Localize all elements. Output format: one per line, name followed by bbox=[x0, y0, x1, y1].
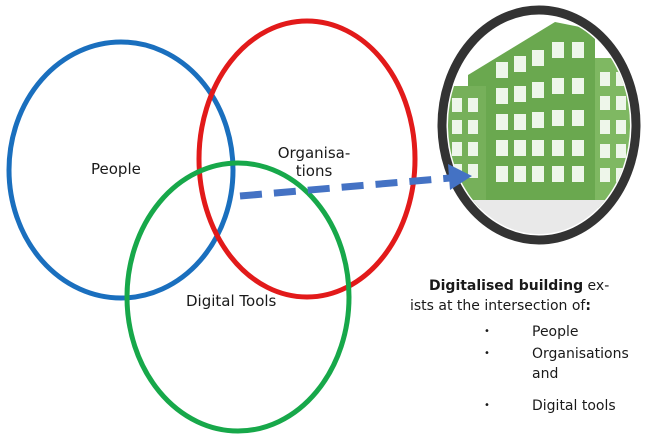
bullet-dot: • bbox=[484, 348, 490, 359]
bullet-dot: • bbox=[484, 326, 490, 337]
organisations-circle bbox=[196, 18, 418, 300]
digital-tools-label: Digital Tools bbox=[186, 292, 277, 310]
bullet-dot: • bbox=[484, 400, 490, 411]
organisations-label-line1: Organisa- bbox=[277, 144, 351, 162]
description-line1: Digitalised building ex- bbox=[429, 276, 609, 296]
description-rest: ex- bbox=[583, 278, 610, 294]
description-line2: ists at the intersection of: bbox=[410, 296, 591, 316]
list-item-text: and bbox=[532, 366, 559, 382]
building-icon bbox=[437, 5, 641, 245]
description-bold: Digitalised building bbox=[429, 278, 584, 294]
list-item-text: People bbox=[532, 324, 579, 340]
organisations-label-line2: tions bbox=[295, 162, 333, 180]
description-colon: : bbox=[585, 298, 591, 314]
list-item-text: Digital tools bbox=[532, 398, 616, 414]
dashed-arrow bbox=[239, 164, 472, 200]
description-line2-text: ists at the intersection of bbox=[410, 298, 586, 314]
people-label: People bbox=[91, 160, 141, 178]
digital-tools-circle bbox=[124, 160, 352, 434]
list-item-text: Organisations bbox=[532, 346, 629, 362]
organisations-label: Organisa- tions bbox=[266, 144, 362, 180]
people-circle bbox=[6, 39, 236, 301]
